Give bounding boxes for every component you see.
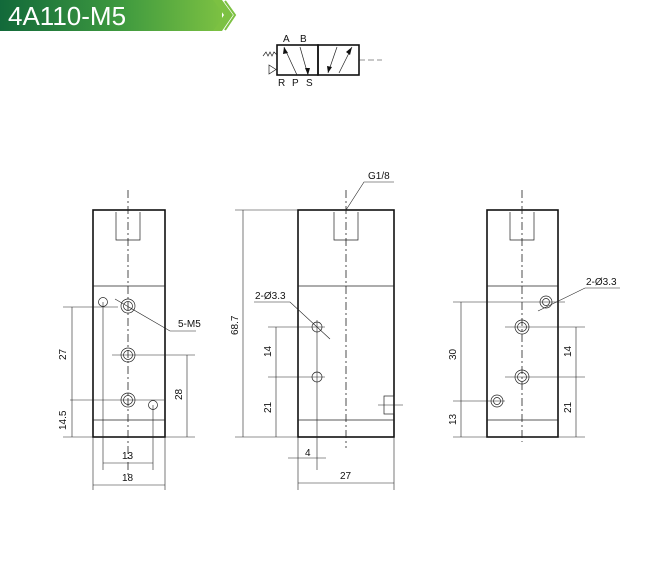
dim-28: 28 — [174, 388, 185, 400]
port-label-r: R — [278, 78, 285, 89]
hole-label: 2-Ø3.3 — [255, 291, 286, 302]
dim-14-5: 14.5 — [58, 410, 69, 430]
dim-4: 4 — [305, 448, 311, 459]
hole-label: 2-Ø3.3 — [586, 277, 617, 288]
dim-27-width: 27 — [340, 471, 352, 482]
dim-13: 13 — [122, 451, 134, 462]
dim-27: 27 — [58, 348, 69, 360]
dim-13: 13 — [448, 413, 459, 425]
dim-21: 21 — [563, 401, 574, 413]
dim-18: 18 — [122, 473, 134, 484]
port-label-s: S — [306, 78, 313, 89]
model-title: 4A110-M5 — [8, 1, 127, 31]
dim-14: 14 — [263, 345, 274, 357]
dim-21: 21 — [263, 401, 274, 413]
right-view: 2-Ø3.3 30 13 14 21 — [448, 190, 620, 442]
valve-symbol: A B R P S — [262, 34, 382, 89]
port-label-a: A — [283, 34, 290, 45]
title-banner: 4A110-M5 — [0, 0, 222, 31]
port-thread-label: G1/8 — [368, 171, 390, 182]
dim-68-7: 68.7 — [230, 315, 241, 335]
chevron-icon — [213, 0, 237, 31]
left-view: 5-M5 27 14.5 28 13 18 — [58, 190, 201, 490]
middle-view: G1/8 2-Ø3.3 68.7 14 21 4 27 — [230, 171, 403, 490]
thread-label: 5-M5 — [178, 319, 201, 330]
port-label-p: P — [292, 78, 299, 89]
dim-30: 30 — [448, 348, 459, 360]
port-label-b: B — [300, 34, 307, 45]
dim-14: 14 — [563, 345, 574, 357]
